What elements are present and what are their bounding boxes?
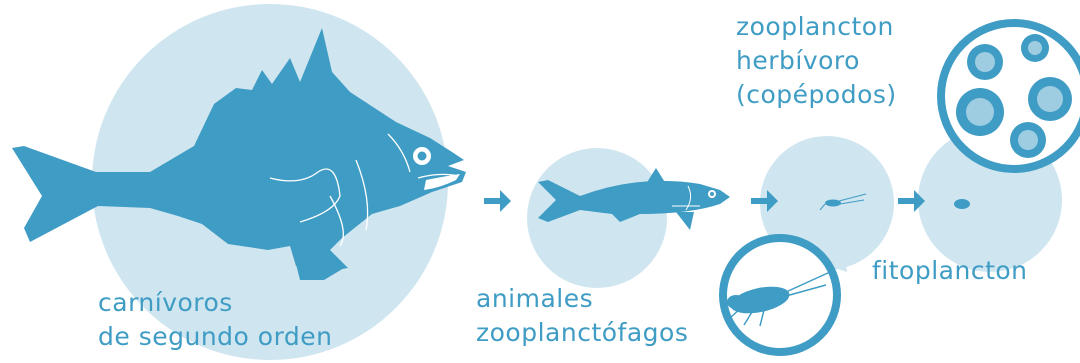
label-line: herbívoro — [736, 44, 897, 78]
label-line: animales — [476, 282, 688, 316]
label-line: (copépodos) — [736, 78, 897, 112]
label-line: de segundo orden — [98, 320, 333, 354]
label-phytoplankton: fitoplancton — [872, 254, 1028, 288]
label-planktivores: animales zooplanctófagos — [476, 282, 688, 350]
arrow-right-icon — [484, 190, 511, 212]
label-line: carnívoros — [98, 286, 333, 320]
label-line: fitoplancton — [872, 254, 1028, 288]
label-carnivores: carnívoros de segundo orden — [98, 286, 333, 354]
label-line: zooplancton — [736, 10, 897, 44]
label-line: zooplanctófagos — [476, 316, 688, 350]
phytoplankton-dot-icon — [954, 199, 970, 209]
label-zooplankton: zooplancton herbívoro (copépodos) — [736, 10, 897, 112]
